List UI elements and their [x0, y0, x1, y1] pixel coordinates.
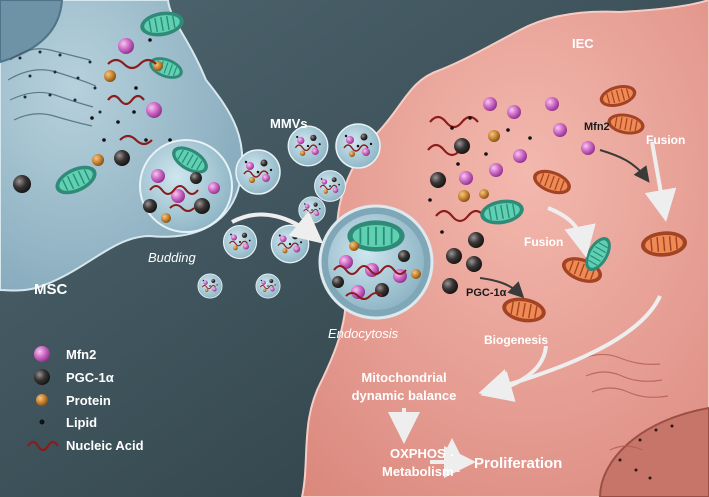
budding-label: Budding	[148, 250, 196, 265]
fusion-top-arrow	[644, 141, 677, 222]
legend-label: Lipid	[66, 415, 97, 430]
legend-label: Protein	[66, 393, 111, 408]
budding-vesicle	[139, 139, 233, 233]
metabolism-label: Metabolism	[382, 464, 454, 479]
fusion-top-label: Fusion	[646, 133, 685, 147]
legend-pgc-icon	[34, 369, 50, 385]
balance-line2-label: dynamic balance	[352, 388, 457, 403]
legend: Mfn2 PGC-1α Protein Lipid Nucleic Acid	[27, 346, 144, 453]
balance-line1-label: Mitochondrial	[361, 370, 446, 385]
msc-contents	[13, 7, 187, 201]
endocytosis-label: Endocytosis	[328, 326, 399, 341]
legend-label: PGC-1α	[66, 370, 114, 385]
legend-protein-icon	[36, 394, 48, 406]
legend-label: Nucleic Acid	[66, 438, 144, 453]
msc-nucleus	[0, 0, 64, 64]
mfn2-process-label: Mfn2	[584, 121, 610, 133]
oxphos-label: OXPHOS	[390, 446, 446, 461]
iec-contents	[427, 80, 689, 327]
iec-label: IEC	[572, 36, 594, 51]
budding-to-endocytosis-arrow	[231, 210, 324, 244]
pgc-arrow	[479, 277, 525, 299]
pgc-process-label: PGC-1α	[466, 287, 507, 299]
fusion-mid-arrow	[547, 206, 596, 258]
biogenesis-to-balance-arrow	[480, 345, 548, 402]
endocytosis-vesicle	[318, 204, 434, 320]
legend-lipid-icon	[39, 419, 45, 425]
iec-cell	[300, 0, 709, 497]
mmvs-label: MMVs	[270, 116, 308, 131]
biogenesis-label: Biogenesis	[484, 333, 548, 347]
proliferation-label: Proliferation	[474, 455, 562, 472]
msc-er-dots	[18, 50, 102, 114]
msc-er	[7, 48, 97, 127]
msc-label: MSC	[34, 281, 68, 298]
arrows	[231, 141, 677, 478]
iec-er-dots	[618, 424, 674, 480]
legend-label: Mfn2	[66, 347, 96, 362]
iec-er	[579, 353, 669, 451]
iec-nucleus	[598, 406, 709, 497]
legend-mfn2-icon	[34, 346, 50, 362]
legend-nucleic-acid-icon	[27, 440, 59, 452]
mfn2-arrow	[599, 149, 650, 183]
fusion-mid-label: Fusion	[524, 235, 563, 249]
